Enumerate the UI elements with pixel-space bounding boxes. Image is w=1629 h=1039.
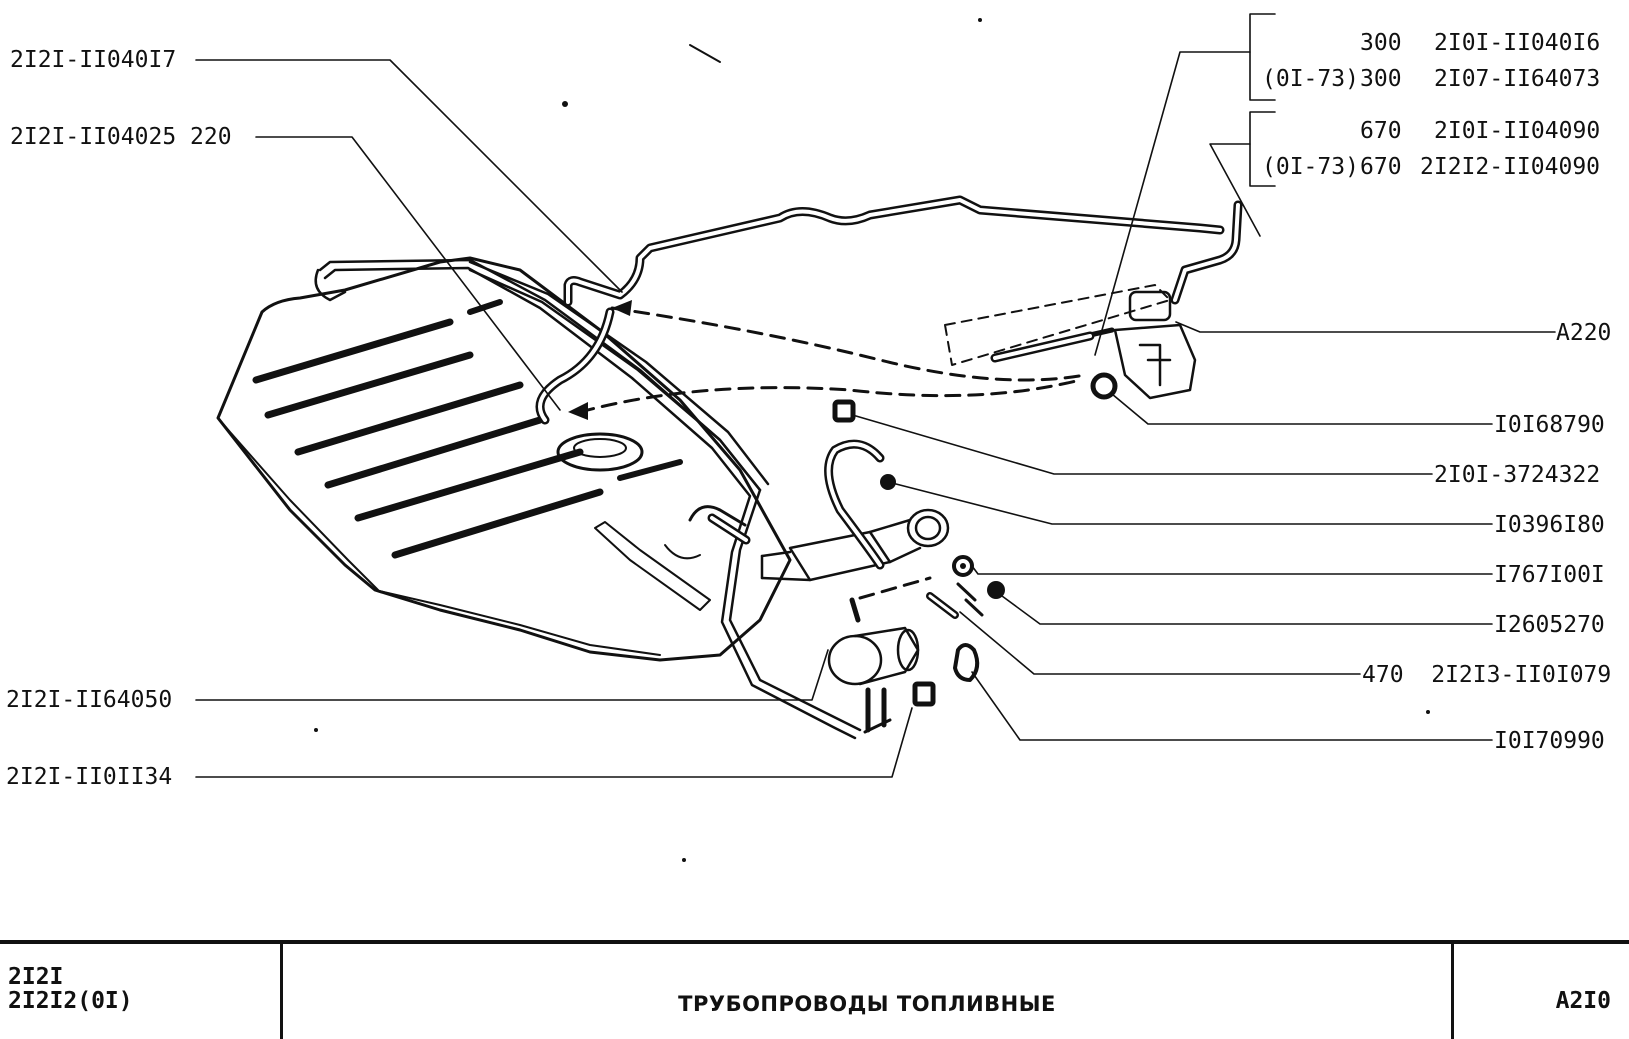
short-hose-pump xyxy=(990,331,1095,363)
callout-variant-2: (0I-73) xyxy=(1262,66,1359,92)
title-block: 2I2I 2I2I2(0I) ТРУБОПРОВОДЫ ТОПЛИВНЫЕ A2… xyxy=(0,940,1629,1039)
callout-right-2: I0I68790 xyxy=(1494,412,1605,438)
separator-canister xyxy=(827,597,920,734)
callout-variant-4: (0I-73) xyxy=(1262,154,1359,180)
callout-right-8: I0I70990 xyxy=(1494,728,1605,754)
sheet-code: A2I0 xyxy=(1555,988,1611,1014)
callout-part-2: 2I07-II64073 xyxy=(1434,66,1601,92)
leader-lines xyxy=(195,13,1556,778)
callout-right-5: I767I00I xyxy=(1494,562,1605,588)
callout-part-1: 2I0I-II040I6 xyxy=(1434,30,1601,56)
callout-qty-2: 300 xyxy=(1360,66,1402,92)
small-parts xyxy=(832,399,1005,707)
callout-qty-3: 670 xyxy=(1360,118,1402,144)
callout-right-4: I0396I80 xyxy=(1494,512,1605,538)
pump-outline-dashed xyxy=(944,284,1171,366)
model-cell: 2I2I 2I2I2(0I) xyxy=(0,944,283,1039)
fuel-line-right xyxy=(1170,200,1243,305)
callout-right-7: 470 2I2I3-II0I079 xyxy=(1362,662,1612,688)
code-cell: A2I0 xyxy=(1451,944,1629,1039)
inline-filter xyxy=(760,508,950,582)
callout-left-2: 2I2I-II04025 220 xyxy=(10,124,232,150)
routing-dashed-lines xyxy=(568,300,1087,600)
fuel-lines-drawing xyxy=(195,13,1556,862)
callout-left-1: 2I2I-II040I7 xyxy=(10,47,177,73)
callout-qty-4: 670 xyxy=(1360,154,1402,180)
filter-hose xyxy=(824,439,885,570)
callout-part-4: 2I2I2-II04090 xyxy=(1420,154,1601,180)
drawing-title: ТРУБОПРОВОДЫ ТОПЛИВНЫЕ xyxy=(678,992,1056,1016)
sender-hose xyxy=(535,307,615,425)
callout-right-1: A220 xyxy=(1556,320,1612,346)
callout-right-3: 2I0I-3724322 xyxy=(1434,462,1601,488)
callout-qty-1: 300 xyxy=(1360,30,1402,56)
fuel-tank xyxy=(216,256,792,662)
callout-left-4: 2I2I-II0II34 xyxy=(6,764,173,790)
fuel-line-bundle xyxy=(314,258,862,740)
fuel-line-upper xyxy=(563,195,1225,307)
scan-specks xyxy=(314,18,1430,862)
callout-part-3: 2I0I-II04090 xyxy=(1434,118,1601,144)
model-code-2: 2I2I2(0I) xyxy=(8,988,133,1014)
callout-left-3: 2I2I-II64050 xyxy=(6,687,173,713)
callout-right-6: I2605270 xyxy=(1494,612,1605,638)
vent-hose xyxy=(707,513,751,545)
model-code-1: 2I2I xyxy=(8,964,64,990)
